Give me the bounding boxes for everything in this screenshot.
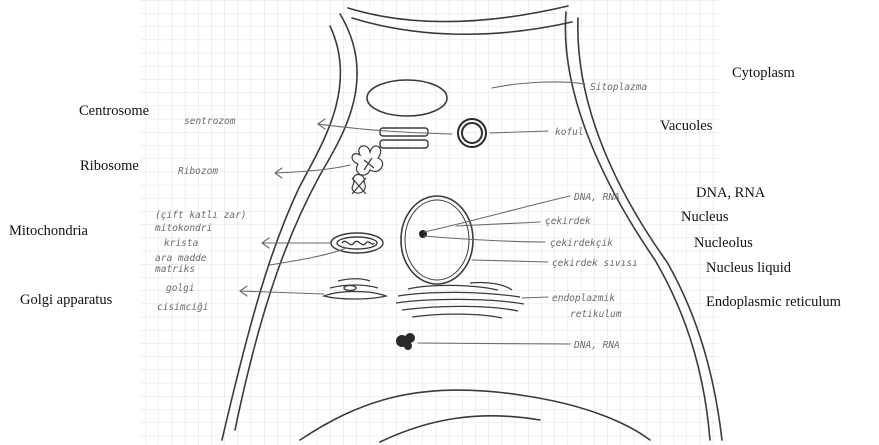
hw-nucleus: çekirdek <box>545 216 591 227</box>
label-dna-rna: DNA, RNA <box>696 186 765 201</box>
label-endoplasmic-reticulum: Endoplasmic reticulum <box>706 295 841 310</box>
hw-cytoplasm: Sitoplazma <box>590 82 647 93</box>
hw-ribosome: Ribozom <box>178 166 218 177</box>
hw-golgi-2: cisimciği <box>157 302 208 313</box>
hw-mito-5: matriks <box>154 264 195 275</box>
hw-dna-rna-2: DNA, RNA <box>573 340 620 351</box>
hw-mito-1: (çift katlı zar) <box>155 210 247 221</box>
label-golgi-apparatus: Golgi apparatus <box>20 293 112 308</box>
hw-er-2: retikulum <box>570 309 622 320</box>
hw-nucleolus: çekirdekçik <box>550 238 613 249</box>
label-nucleus: Nucleus <box>681 210 729 225</box>
hw-centrosome: sentrozom <box>184 116 236 127</box>
hw-dna-rna-1: DNA, RNA <box>573 192 620 203</box>
label-mitochondria: Mitochondria <box>9 224 88 239</box>
label-cytoplasm: Cytoplasm <box>732 66 795 81</box>
hw-mito-3: krista <box>164 238 199 249</box>
hw-er-1: endoplazmik <box>552 293 615 304</box>
hw-mito-2: mitokondri <box>154 223 212 234</box>
label-nucleus-liquid: Nucleus liquid <box>706 261 791 276</box>
hw-vacuole: koful <box>555 127 584 138</box>
label-vacuoles: Vacuoles <box>660 119 712 134</box>
hw-nucleus-liquid: çekirdek sıvısı <box>552 258 638 269</box>
label-nucleolus: Nucleolus <box>694 236 753 251</box>
label-ribosome: Ribosome <box>80 159 139 174</box>
hw-golgi-1: golgi <box>166 283 195 294</box>
label-centrosome: Centrosome <box>79 104 149 119</box>
hw-mito-4: ara madde <box>155 253 207 264</box>
grid-paper <box>140 0 720 445</box>
